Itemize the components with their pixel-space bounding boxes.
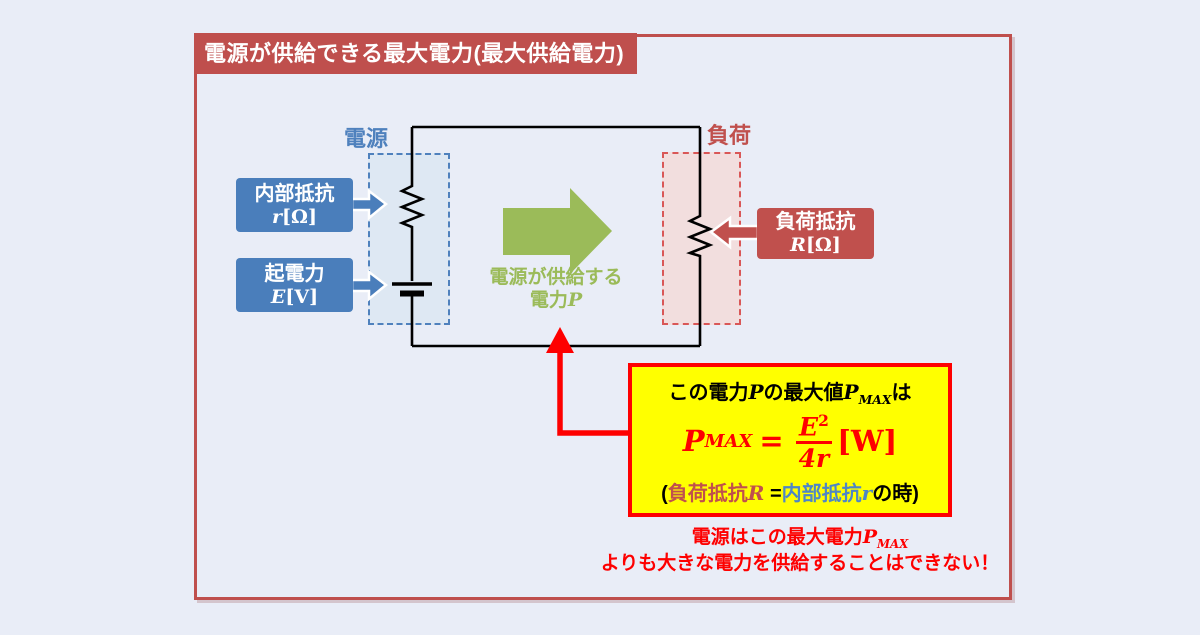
emf-callout: 起電力 E[V] (236, 258, 353, 312)
warning-caption: 電源はこの最大電力PMAX よりも大きな電力を供給することはできない！ (598, 525, 1002, 576)
emf-symbol: E[V] (270, 285, 319, 308)
formula-heading: この電力Pの最大値PMAXは (668, 380, 912, 407)
formula-denominator: 4r (795, 441, 833, 471)
load-resistance-symbol: R[Ω] (790, 234, 841, 257)
load-resistance-name: 負荷抵抗 (775, 211, 856, 234)
emf-name: 起電力 (264, 262, 325, 285)
page-title: 電源が供給できる最大電力(最大供給電力) (194, 33, 637, 74)
warning-line2: よりも大きな電力を供給することはできない！ (600, 552, 1000, 574)
internal-resistance-callout: 内部抵抗 r[Ω] (236, 178, 353, 232)
power-flow-line2: 電力P (529, 289, 583, 312)
formula-fraction: E2 4r (795, 410, 833, 471)
formula-numerator: E2 (799, 410, 829, 442)
power-flow-label: 電源が供給する 電力P (456, 267, 656, 313)
internal-resistance-name: 内部抵抗 (254, 182, 335, 205)
internal-resistance-symbol: r[Ω] (272, 205, 317, 228)
load-group-label: 負荷 (707, 123, 752, 148)
load-resistance-callout: 負荷抵抗 R[Ω] (757, 208, 874, 259)
warning-line1: 電源はこの最大電力PMAX (691, 526, 909, 551)
source-group-label: 電源 (344, 126, 389, 151)
power-flow-line1: 電源が供給する (489, 267, 623, 288)
formula-condition: (負荷抵抗R =内部抵抗rの時) (661, 480, 919, 505)
